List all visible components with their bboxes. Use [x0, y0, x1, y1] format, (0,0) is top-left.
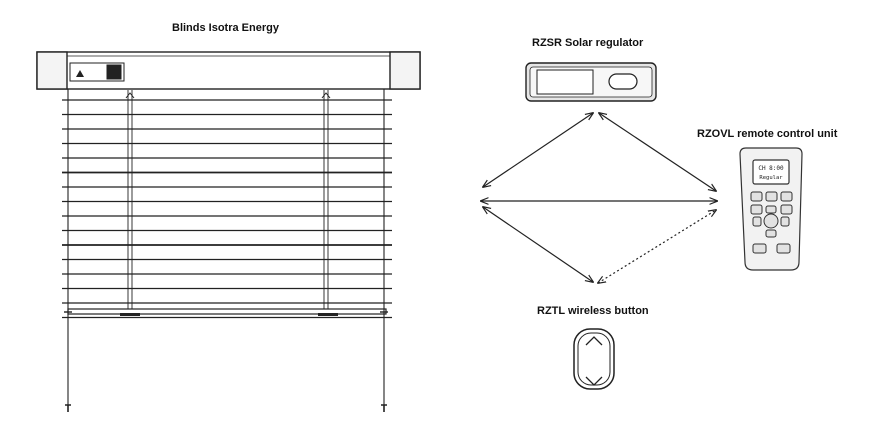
connection-arrows: [481, 113, 717, 283]
bottom-rail: [67, 308, 387, 315]
blinds-illustration: [36, 51, 421, 412]
motor-unit-block: [106, 64, 122, 80]
remote-display-line1: CH 8:00: [758, 165, 784, 172]
link-regulator-remote: [599, 113, 716, 191]
link-left-button: [483, 207, 593, 282]
up-chevron-icon: [585, 336, 603, 346]
remote-control-title: RZOVL remote control unit: [697, 128, 838, 140]
solar-regulator-title: RZSR Solar regulator: [532, 37, 644, 49]
slats: [62, 99, 392, 319]
link-button-remote-dotted: [598, 210, 716, 283]
regulator-display: [536, 69, 594, 95]
remote-display-line2: Regular: [759, 175, 783, 181]
remote-control-device: CH 8:00 Regular: [739, 147, 803, 271]
right-end-cap: [389, 51, 421, 90]
link-regulator-left: [483, 113, 593, 187]
solar-regulator-device: [525, 62, 657, 102]
regulator-button: [608, 73, 638, 90]
wireless-button-title: RZTL wireless button: [537, 305, 649, 317]
warning-icon: [76, 70, 84, 77]
blinds-title: Blinds Isotra Energy: [172, 22, 279, 34]
down-chevron-icon: [585, 376, 603, 386]
left-end-cap: [36, 51, 68, 90]
wireless-button-device: [573, 328, 615, 390]
remote-display: [752, 159, 790, 185]
